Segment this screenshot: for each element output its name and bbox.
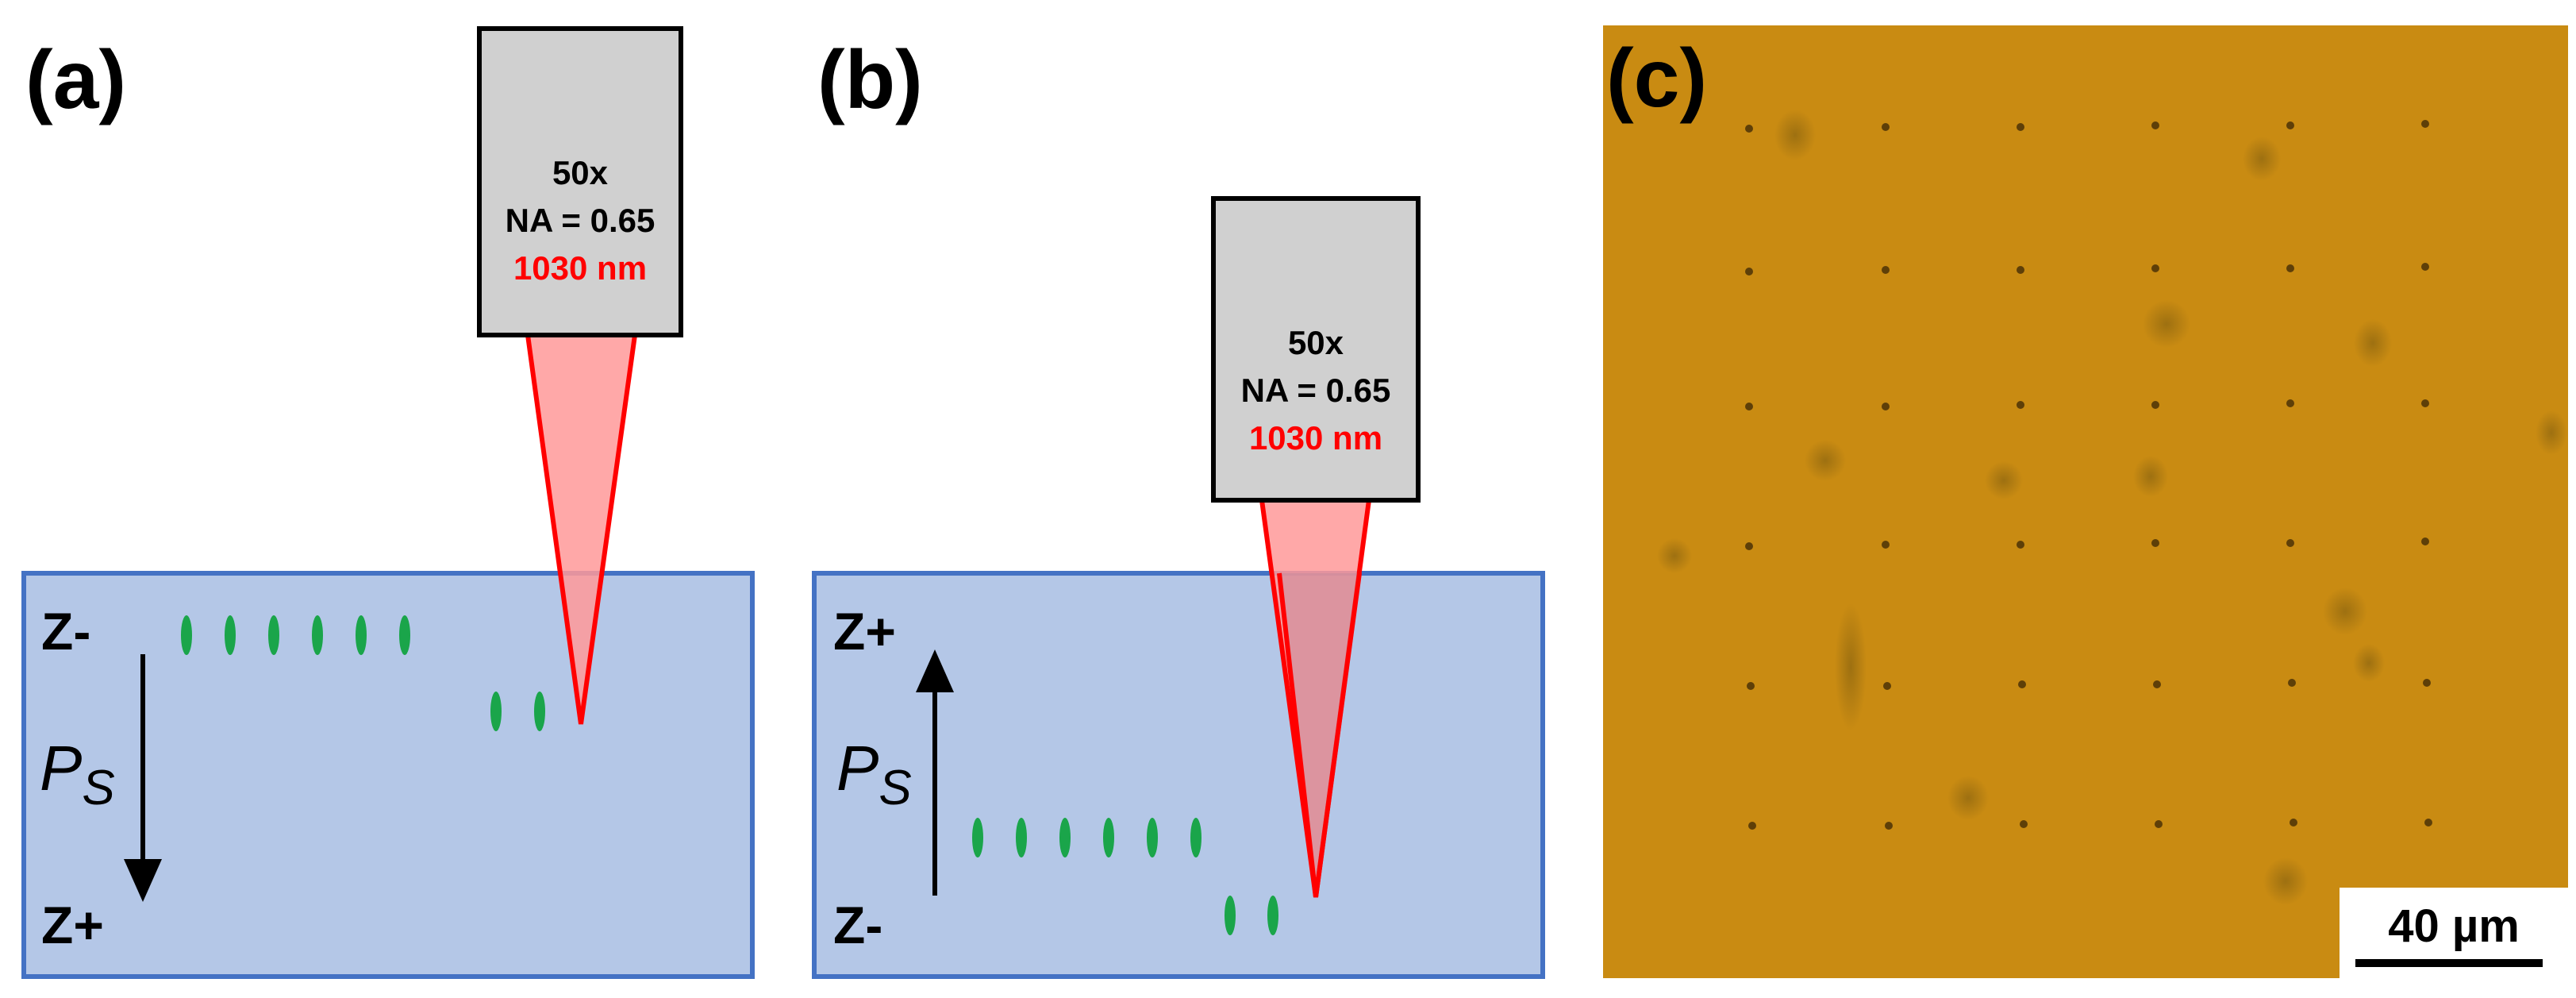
micrograph-texture <box>1657 110 2567 905</box>
panel-c: 40 µm (c) <box>1603 25 2568 978</box>
objective-a <box>477 26 683 337</box>
objective-b <box>1211 196 1421 503</box>
scale-bar-label: 40 µm <box>2388 900 2520 952</box>
mark <box>1147 818 1158 857</box>
mark <box>356 615 367 655</box>
objective-a-magnification: 50x <box>552 154 609 191</box>
objective-b-magnification: 50x <box>1288 324 1344 361</box>
mark <box>1267 896 1278 935</box>
mark <box>490 692 502 731</box>
mark <box>534 692 545 731</box>
substrate-b <box>812 571 1545 979</box>
z-bottom-label-b: Z- <box>833 896 882 954</box>
objective-a-na: NA = 0.65 <box>506 202 656 239</box>
mark <box>312 615 323 655</box>
ps-label-a: PS <box>40 733 115 815</box>
panel-c-label: (c) <box>1606 33 1707 125</box>
objective-a-wavelength: 1030 nm <box>513 249 647 287</box>
objective-b-na: NA = 0.65 <box>1241 372 1391 409</box>
mark <box>181 615 192 655</box>
mark <box>1016 818 1027 857</box>
mark <box>972 818 983 857</box>
mark <box>1190 818 1201 857</box>
substrate-a <box>21 571 755 979</box>
pit-grid <box>1745 120 2432 830</box>
mark <box>225 615 236 655</box>
mark <box>1225 896 1236 935</box>
mark <box>1059 818 1071 857</box>
z-bottom-label-a: Z+ <box>41 896 104 954</box>
mark <box>399 615 410 655</box>
panel-a-label: (a) <box>25 34 126 126</box>
micrograph <box>1603 25 2568 978</box>
beam-edge-b <box>1277 572 1362 898</box>
z-top-label-a: Z- <box>41 602 90 661</box>
mark <box>268 615 279 655</box>
panel-b: (b) 50x NA = 0.65 1030 nm Z+ Z- PS <box>812 34 1545 979</box>
mark <box>1103 818 1114 857</box>
z-top-label-b: Z+ <box>833 602 896 661</box>
scale-bar <box>2355 959 2543 967</box>
written-marks-a <box>181 615 545 731</box>
panel-a: (a) 50x NA = 0.65 1030 nm Z- Z+ PS <box>21 26 755 979</box>
ps-label-b: PS <box>836 733 912 815</box>
written-marks-b <box>972 818 1278 935</box>
objective-b-wavelength: 1030 nm <box>1249 419 1382 457</box>
panel-b-label: (b) <box>817 34 923 126</box>
beam-overlap-b <box>1279 573 1359 897</box>
